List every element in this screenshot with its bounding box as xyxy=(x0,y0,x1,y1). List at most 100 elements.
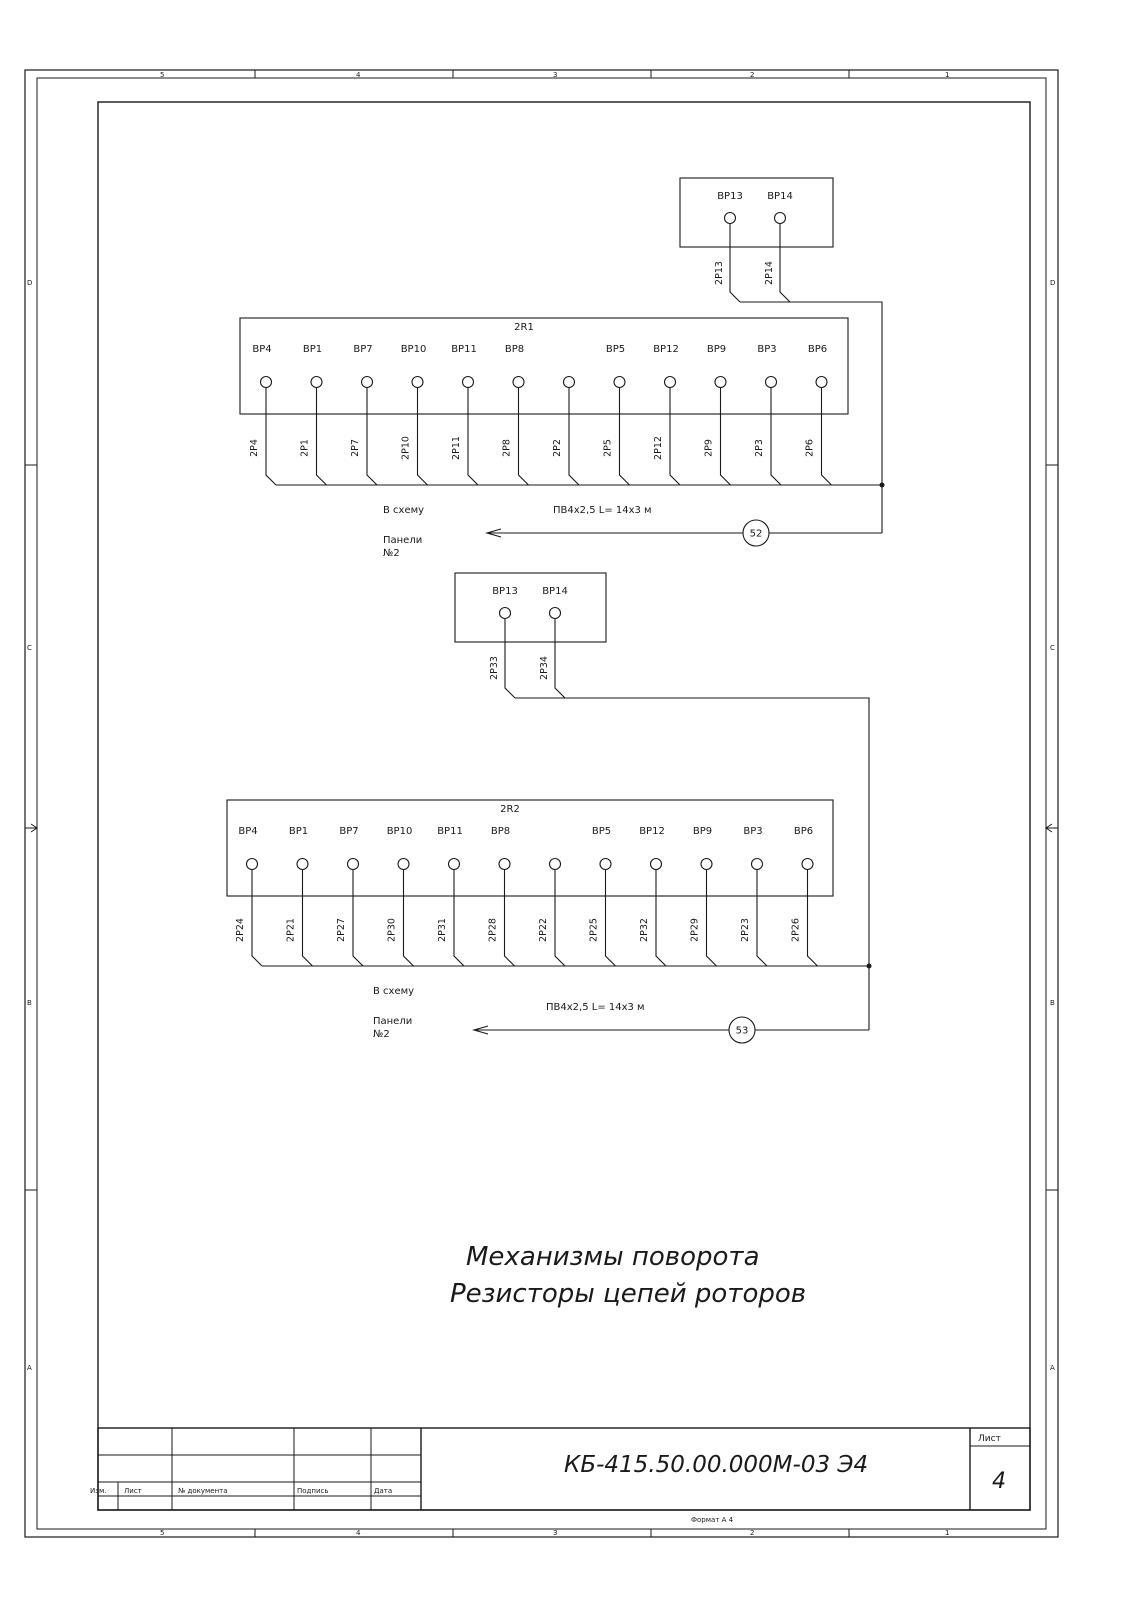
header-revision: Изм. xyxy=(90,1487,106,1495)
zone-labels: 5 4 3 2 1 5 4 3 2 1 D C B A D C B A xyxy=(27,71,1055,1537)
terminal-post xyxy=(245,857,259,871)
terminal-label: ВР8 xyxy=(491,826,510,837)
wire-label: 2Р30 xyxy=(387,918,398,942)
terminal-post xyxy=(714,375,727,389)
zone-number-bottom: 4 xyxy=(356,1529,361,1537)
wire-label: 2Р8 xyxy=(502,439,513,457)
header-document-number: № документа xyxy=(178,1487,228,1495)
zone-number-bottom: 2 xyxy=(750,1529,754,1537)
terminal-wire xyxy=(352,869,364,967)
top-wire xyxy=(554,618,566,699)
terminal-post xyxy=(346,857,360,871)
wire-label: 2Р3 xyxy=(754,439,765,457)
terminal-wire xyxy=(604,869,616,967)
top-terminal-post xyxy=(773,211,787,225)
terminal-label: ВР4 xyxy=(238,826,257,837)
document-code: КБ-415.50.00.000М-03 Э4 xyxy=(564,1452,868,1478)
junction-dot xyxy=(879,482,885,488)
header-sheet: Лист xyxy=(124,1487,142,1495)
terminal-label: ВР3 xyxy=(757,344,776,355)
terminal-label: ВР6 xyxy=(794,826,813,837)
drawing-title-line1: Механизмы поворота xyxy=(466,1242,760,1272)
destination-text: Панели xyxy=(373,1016,412,1027)
terminal-label: ВР7 xyxy=(339,826,358,837)
terminal-post xyxy=(310,375,323,389)
terminal-post xyxy=(360,375,374,389)
cable-number: 52 xyxy=(750,529,763,540)
terminal-wire xyxy=(618,387,630,486)
top-wire xyxy=(504,618,516,699)
top-terminal-box xyxy=(679,177,834,248)
wire-label: 2Р32 xyxy=(639,918,650,942)
wire-label: 2Р5 xyxy=(603,439,614,457)
header-date: Дата xyxy=(374,1487,392,1495)
terminal-label: ВР1 xyxy=(289,826,308,837)
zone-number-top: 4 xyxy=(356,71,361,79)
junction-dot xyxy=(866,963,872,969)
return-bus-wire xyxy=(515,697,870,1030)
terminal-post xyxy=(397,857,410,871)
arrow-left-icon xyxy=(471,1025,489,1035)
zone-letter-left: C xyxy=(27,644,32,652)
terminal-post xyxy=(815,375,828,389)
cable-number: 53 xyxy=(736,1026,749,1037)
terminal-post xyxy=(259,375,273,389)
zone-letter-right: B xyxy=(1050,999,1055,1007)
terminal-label: ВР11 xyxy=(451,344,477,355)
zone-letter-right: D xyxy=(1050,279,1055,287)
wire-label: 2Р9 xyxy=(704,439,715,457)
terminal-wire xyxy=(251,869,263,967)
terminal-post xyxy=(512,375,525,389)
sheet-label: Лист xyxy=(978,1434,1001,1444)
terminal-wire xyxy=(770,387,782,486)
terminal-post xyxy=(411,375,424,389)
terminal-label: ВР8 xyxy=(505,344,524,355)
terminal-label: ВР12 xyxy=(653,344,679,355)
zone-number-top: 3 xyxy=(553,71,557,79)
destination-text: В схему xyxy=(373,986,414,997)
terminal-post xyxy=(649,857,663,871)
destination-text: №2 xyxy=(383,548,400,559)
terminal-wire xyxy=(756,869,768,967)
terminal-wire xyxy=(669,387,681,486)
terminal-label: ВР5 xyxy=(606,344,625,355)
zone-number-top: 5 xyxy=(160,71,164,79)
arrow-left-icon xyxy=(484,528,502,538)
wire-label: 2Р21 xyxy=(286,918,297,942)
top-terminal-label: ВР14 xyxy=(542,586,568,597)
resistor-box xyxy=(239,317,849,415)
terminal-post xyxy=(498,857,511,871)
wire-label: 2Р2 xyxy=(552,439,563,457)
top-terminal-post xyxy=(498,606,512,620)
wire-label: 2Р31 xyxy=(437,918,448,942)
top-wire-label: 2Р34 xyxy=(539,656,550,680)
terminal-wire xyxy=(517,387,529,486)
wire-label: 2Р23 xyxy=(740,918,751,942)
wire-label: 2Р22 xyxy=(538,918,549,942)
terminal-label: ВР12 xyxy=(639,826,665,837)
format-label: Формат А 4 xyxy=(691,1516,734,1524)
wire-label: 2Р1 xyxy=(300,439,311,457)
terminal-wire xyxy=(806,869,818,967)
terminal-post xyxy=(750,857,764,871)
terminal-label: ВР6 xyxy=(808,344,827,355)
top-wire-label: 2Р33 xyxy=(489,656,500,680)
wire-label: 2Р11 xyxy=(451,436,462,460)
terminal-post xyxy=(296,857,309,871)
zone-letter-left: B xyxy=(27,999,32,1007)
wire-label: 2Р7 xyxy=(350,439,361,457)
terminal-post xyxy=(461,375,475,389)
terminal-wire xyxy=(705,869,717,967)
resistor-label: 2R2 xyxy=(500,804,520,815)
terminal-post xyxy=(700,857,713,871)
outer-frame xyxy=(24,69,1059,1538)
terminal-wire xyxy=(503,869,515,967)
top-terminal-label: ВР14 xyxy=(767,191,793,202)
terminal-wire xyxy=(402,869,414,967)
terminal-label: ВР7 xyxy=(353,344,372,355)
terminal-wire xyxy=(416,387,428,486)
terminal-label: ВР11 xyxy=(437,826,463,837)
wire-label: 2Р27 xyxy=(336,918,347,942)
